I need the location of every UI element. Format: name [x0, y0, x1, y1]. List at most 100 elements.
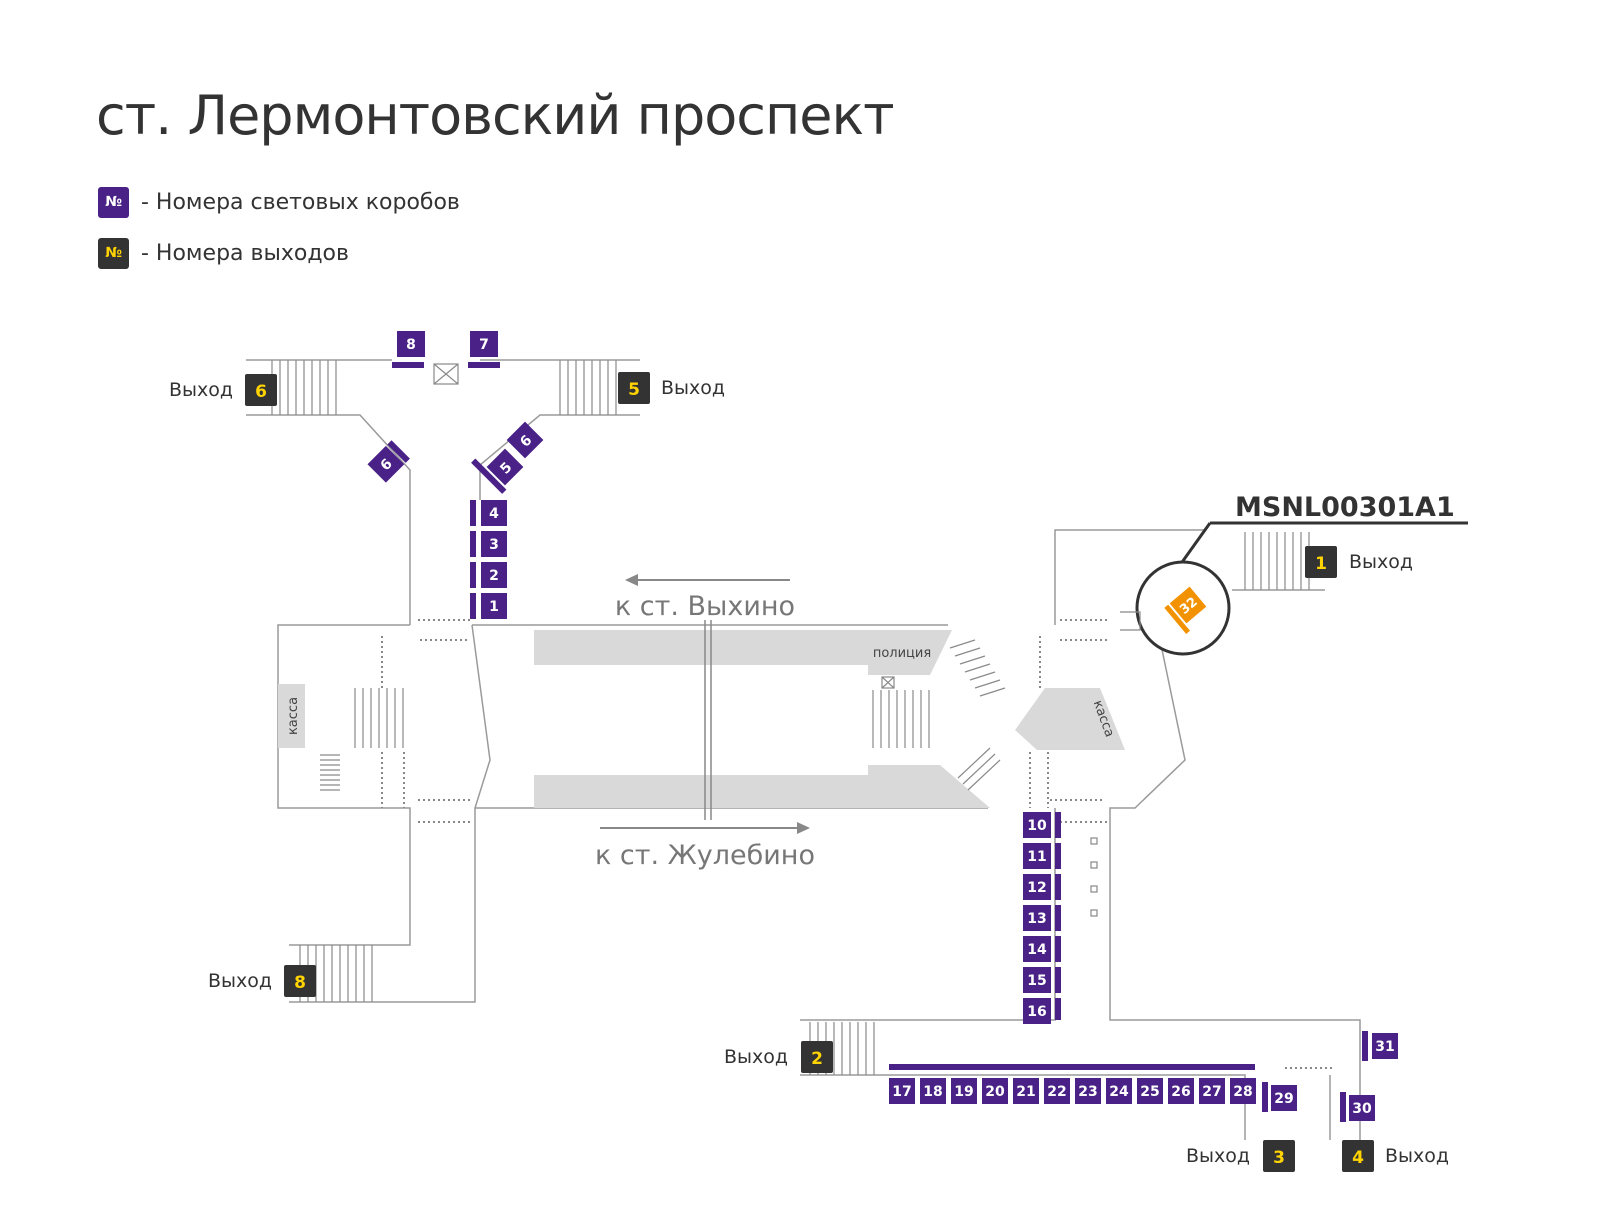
svg-text:18: 18 — [923, 1084, 942, 1100]
svg-text:15: 15 — [1027, 973, 1046, 989]
svg-text:14: 14 — [1027, 942, 1047, 958]
svg-text:Выход: Выход — [208, 970, 272, 992]
svg-text:Выход: Выход — [661, 377, 725, 399]
svg-text:Выход: Выход — [724, 1046, 788, 1068]
ticket-office-east — [1015, 688, 1125, 750]
lightbox-2[interactable]: 2 — [470, 562, 507, 588]
legend-exit-swatch: № — [98, 237, 129, 269]
exit-2[interactable]: 2 Выход — [724, 1041, 833, 1073]
lightbox-7[interactable]: 7 — [468, 331, 500, 368]
walls — [246, 359, 1361, 1140]
svg-text:8: 8 — [294, 973, 306, 993]
svg-text:12: 12 — [1027, 880, 1046, 896]
exit-1[interactable]: 1 Выход — [1305, 546, 1413, 578]
ticket-office-west — [278, 684, 305, 748]
lightbox-23[interactable]: 23 — [1075, 1078, 1101, 1104]
svg-text:21: 21 — [1016, 1084, 1035, 1100]
svg-text:6: 6 — [255, 382, 267, 402]
lightbox-4[interactable]: 4 — [470, 500, 507, 526]
lightbox-11[interactable]: 11 — [1023, 843, 1061, 869]
svg-text:5: 5 — [628, 380, 640, 400]
police-room — [868, 630, 952, 675]
svg-text:1: 1 — [489, 599, 499, 615]
svg-text:10: 10 — [1027, 818, 1047, 834]
svg-text:7: 7 — [479, 337, 489, 353]
svg-text:13: 13 — [1027, 911, 1046, 927]
lightbox-26[interactable]: 26 — [1168, 1078, 1194, 1104]
lightbox-22[interactable]: 22 — [1044, 1078, 1070, 1104]
lightbox-20[interactable]: 20 — [982, 1078, 1008, 1104]
svg-text:Выход: Выход — [169, 379, 233, 401]
lightbox-8[interactable]: 8 — [392, 331, 425, 368]
turnstile-markers — [433, 363, 1098, 917]
svg-text:29: 29 — [1274, 1091, 1293, 1107]
lightbox-25[interactable]: 25 — [1137, 1078, 1163, 1104]
lightbox-12[interactable]: 12 — [1023, 874, 1061, 900]
svg-text:27: 27 — [1202, 1084, 1221, 1100]
svg-text:3: 3 — [1273, 1148, 1285, 1168]
lightbox-10[interactable]: 10 — [1023, 812, 1061, 838]
svg-text:25: 25 — [1140, 1084, 1159, 1100]
svg-text:2: 2 — [489, 568, 499, 584]
tracks — [600, 574, 810, 834]
svg-text:19: 19 — [954, 1084, 973, 1100]
lightbox-15[interactable]: 15 — [1023, 967, 1061, 993]
lightbox-13[interactable]: 13 — [1023, 905, 1061, 931]
lightbox-6[interactable]: 6 — [506, 421, 544, 459]
page-title: ст. Лермонтовский проспект — [96, 84, 895, 147]
lightbox-30[interactable]: 30 — [1340, 1092, 1375, 1122]
svg-text:22: 22 — [1047, 1084, 1066, 1100]
lightbox-3[interactable]: 3 — [470, 531, 507, 557]
lightbox-16[interactable]: 16 — [1023, 998, 1061, 1024]
lightbox-18[interactable]: 18 — [920, 1078, 946, 1104]
svg-text:24: 24 — [1109, 1084, 1129, 1100]
exit-8[interactable]: 8 Выход — [208, 965, 316, 997]
lightboxes: 8 7 9 6 5 4 3 2 1 10 11 12 13 14 15 16 1… — [367, 331, 1398, 1122]
svg-text:20: 20 — [985, 1084, 1005, 1100]
lightbox-21[interactable]: 21 — [1013, 1078, 1039, 1104]
legend-lightbox-swatch: № — [98, 186, 129, 218]
svg-text:31: 31 — [1375, 1039, 1394, 1055]
lightbox-14[interactable]: 14 — [1023, 936, 1061, 962]
legend-lightbox: № - Номера световых коробов — [98, 186, 460, 218]
police-label: полиция — [873, 646, 931, 661]
exit-6[interactable]: 6 Выход — [169, 374, 277, 406]
highlight-callout: 32 — [1120, 521, 1468, 656]
svg-text:26: 26 — [1171, 1084, 1190, 1100]
svg-text:11: 11 — [1027, 849, 1046, 865]
lightbox-32[interactable]: 32 — [1164, 586, 1211, 634]
lightbox-28[interactable]: 28 — [1230, 1078, 1256, 1104]
lightbox-24[interactable]: 24 — [1106, 1078, 1132, 1104]
svg-text:28: 28 — [1233, 1084, 1252, 1100]
svg-text:Выход: Выход — [1186, 1145, 1250, 1167]
svg-text:30: 30 — [1352, 1101, 1372, 1117]
svg-text:4: 4 — [489, 506, 499, 522]
lightbox-29[interactable]: 29 — [1262, 1082, 1297, 1112]
lightbox-27[interactable]: 27 — [1199, 1078, 1225, 1104]
legend-exit-text: - Номера выходов — [141, 240, 349, 266]
svg-text:8: 8 — [406, 337, 416, 353]
lightbox-5[interactable]: 5 — [471, 439, 526, 494]
legend-lightbox-text: - Номера световых коробов — [141, 189, 460, 215]
lightbox-1[interactable]: 1 — [470, 593, 507, 619]
direction-west: к ст. Выхино — [615, 591, 795, 622]
dotted-lines — [381, 619, 1335, 1069]
ticket-office-west-label: касса — [286, 697, 301, 735]
exit-5[interactable]: 5 Выход — [618, 372, 725, 404]
svg-text:Выход: Выход — [1349, 551, 1413, 573]
exit-3[interactable]: 3 Выход — [1186, 1140, 1295, 1172]
stairs — [271, 360, 1310, 1075]
lightbox-17[interactable]: 17 — [889, 1078, 915, 1104]
svg-text:3: 3 — [489, 537, 499, 553]
lightbox-19[interactable]: 19 — [951, 1078, 977, 1104]
platforms: касса полиция касса — [278, 630, 1125, 808]
svg-text:23: 23 — [1078, 1084, 1097, 1100]
lightbox-31[interactable]: 31 — [1362, 1031, 1398, 1061]
svg-text:2: 2 — [811, 1049, 823, 1069]
direction-east: к ст. Жулебино — [595, 840, 815, 871]
svg-text:1: 1 — [1315, 554, 1327, 574]
legend-exit: № - Номера выходов — [98, 237, 349, 269]
svg-text:17: 17 — [892, 1084, 911, 1100]
